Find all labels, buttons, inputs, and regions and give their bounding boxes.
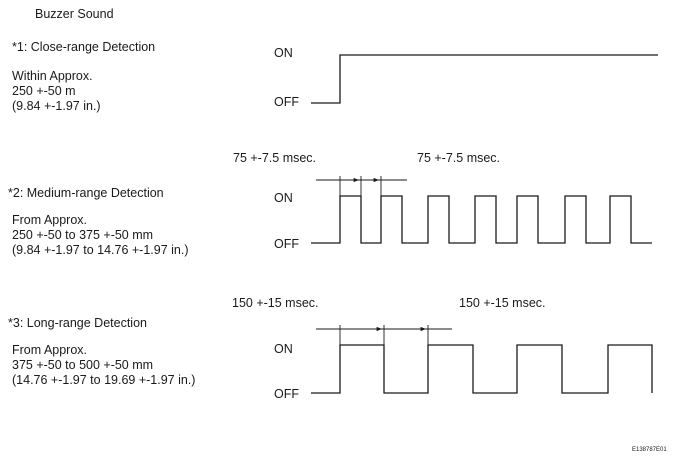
long-range-description: From Approx. 375 +-50 to 500 +-50 mm (14… bbox=[12, 343, 195, 388]
close-range-heading: *1: Close-range Detection bbox=[12, 40, 156, 54]
figure-code: E138787E01 bbox=[632, 447, 667, 453]
long-range-timing-dimension bbox=[316, 325, 452, 393]
close-range-waveform bbox=[311, 54, 658, 104]
long-range-heading: *3: Long-range Detection bbox=[8, 316, 147, 330]
diagram-title: Buzzer Sound bbox=[35, 7, 114, 21]
medium-range-timing-dimension bbox=[316, 176, 407, 243]
medium-range-desc-line: 250 +-50 to 375 +-50 mm bbox=[12, 228, 154, 242]
long-range-off-duration: 150 +-15 msec. bbox=[459, 296, 546, 310]
medium-range-off-duration: 75 +-7.5 msec. bbox=[417, 151, 501, 165]
close-range-desc-line: 250 +-50 m bbox=[12, 84, 76, 98]
medium-range-description: From Approx. 250 +-50 to 375 +-50 mm (9.… bbox=[12, 213, 189, 258]
medium-range-desc-line: (9.84 +-1.97 to 14.76 +-1.97 in.) bbox=[12, 243, 189, 257]
medium-range-off-label: OFF bbox=[274, 237, 299, 251]
close-range-description: Within Approx. 250 +-50 m (9.84 +-1.97 i… bbox=[12, 69, 101, 114]
long-range-desc-line: From Approx. bbox=[12, 343, 88, 357]
close-range-desc-line: Within Approx. bbox=[12, 69, 93, 83]
medium-range-on-duration: 75 +-7.5 msec. bbox=[233, 151, 317, 165]
long-range-on-duration: 150 +-15 msec. bbox=[232, 296, 319, 310]
medium-range-on-label: ON bbox=[274, 191, 293, 205]
long-range-off-label: OFF bbox=[274, 387, 299, 401]
close-range-off-label: OFF bbox=[274, 95, 299, 109]
long-range-desc-line: (14.76 +-1.97 to 19.69 +-1.97 in.) bbox=[12, 373, 196, 387]
long-range-on-label: ON bbox=[274, 342, 293, 356]
long-range-waveform bbox=[311, 344, 653, 394]
close-range-on-label: ON bbox=[274, 46, 293, 60]
medium-range-waveform bbox=[311, 195, 652, 244]
medium-range-heading: *2: Medium-range Detection bbox=[8, 186, 164, 200]
close-range-desc-line: (9.84 +-1.97 in.) bbox=[12, 99, 101, 113]
long-range-desc-line: 375 +-50 to 500 +-50 mm bbox=[12, 358, 154, 372]
medium-range-desc-line: From Approx. bbox=[12, 213, 88, 227]
